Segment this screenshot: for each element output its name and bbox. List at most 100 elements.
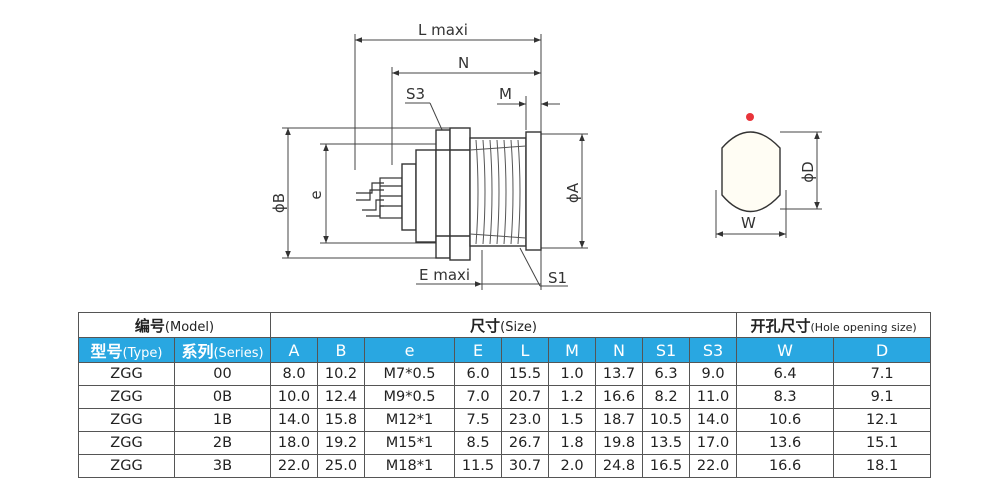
table-cell: 9.0 (689, 362, 738, 386)
col-header-m: M (548, 337, 597, 363)
label-e-maxi: E maxi (419, 266, 470, 284)
label-e: e (307, 190, 325, 199)
table-cell: 14.0 (689, 408, 738, 432)
table-cell: 9.1 (833, 385, 932, 409)
label-n: N (458, 54, 469, 72)
label-phi-a: ϕA (564, 182, 582, 203)
table-cell: M15*1 (364, 431, 456, 455)
series-column-header: 系列(Series) (173, 337, 272, 363)
table-cell: 12.4 (317, 385, 366, 409)
table-cell: 0B (173, 385, 272, 409)
table-cell: 2.0 (548, 454, 597, 478)
table-cell: 8.0 (270, 362, 319, 386)
table-cell: 16.5 (642, 454, 691, 478)
table-cell: 3B (173, 454, 272, 478)
table-cell: 1.5 (548, 408, 597, 432)
table-cell: 10.0 (270, 385, 319, 409)
label-m: M (499, 85, 512, 103)
col-header-s3: S3 (689, 337, 738, 363)
table-cell: 8.2 (642, 385, 691, 409)
col-header-s1: S1 (642, 337, 691, 363)
label-l-maxi: L maxi (418, 21, 468, 39)
table-cell: 13.6 (736, 431, 835, 455)
table-cell: ZGG (78, 362, 175, 386)
label-phi-d: ϕD (799, 161, 817, 182)
table-cell: 16.6 (595, 385, 644, 409)
table-cell: ZGG (78, 431, 175, 455)
table-cell: 13.7 (595, 362, 644, 386)
table-cell: 23.0 (501, 408, 550, 432)
col-header-e-thread: e (364, 337, 456, 363)
table-cell: 6.0 (454, 362, 503, 386)
table-cell: M9*0.5 (364, 385, 456, 409)
table-cell: 1.0 (548, 362, 597, 386)
label-w: W (741, 214, 756, 232)
table-cell: ZGG (78, 385, 175, 409)
table-cell: 1.8 (548, 431, 597, 455)
table-cell: 8.3 (736, 385, 835, 409)
hole-opening-view (715, 113, 822, 238)
table-cell: 1.2 (548, 385, 597, 409)
model-group-header: 编号(Model) (77, 312, 272, 338)
table-cell: 15.5 (501, 362, 550, 386)
label-phi-b: ϕB (270, 193, 288, 213)
table-cell: 2B (173, 431, 272, 455)
table-cell: 30.7 (501, 454, 550, 478)
table-cell: 19.2 (317, 431, 366, 455)
table-cell: 22.0 (689, 454, 738, 478)
table-cell: 6.4 (736, 362, 835, 386)
table-cell: M12*1 (364, 408, 456, 432)
table-cell: M18*1 (364, 454, 456, 478)
col-header-l: L (501, 337, 550, 363)
table-cell: 10.5 (642, 408, 691, 432)
col-header-b: B (317, 337, 366, 363)
table-cell: 12.1 (833, 408, 932, 432)
col-header-d: D (833, 337, 932, 363)
connector-side-view (356, 127, 542, 261)
table-cell: 7.5 (454, 408, 503, 432)
table-cell: 25.0 (317, 454, 366, 478)
red-marker-dot (746, 113, 754, 121)
label-s1: S1 (548, 269, 567, 287)
table-cell: ZGG (78, 408, 175, 432)
col-header-w: W (736, 337, 835, 363)
col-header-n: N (595, 337, 644, 363)
table-cell: M7*0.5 (364, 362, 456, 386)
table-cell: 00 (173, 362, 272, 386)
table-cell: 15.8 (317, 408, 366, 432)
table-cell: 6.3 (642, 362, 691, 386)
table-cell: 17.0 (689, 431, 738, 455)
table-cell: 1B (173, 408, 272, 432)
table-cell: 18.1 (833, 454, 932, 478)
thread-lines (469, 139, 527, 245)
table-cell: 24.8 (595, 454, 644, 478)
col-header-e: E (454, 337, 503, 363)
table-cell: ZGG (78, 454, 175, 478)
connector-dimension-drawing: L maxi N S3 M ϕB e ϕA E maxi S1 ϕD W (270, 21, 822, 290)
type-column-header: 型号(Type) (78, 337, 175, 363)
table-cell: 19.8 (595, 431, 644, 455)
table-cell: 13.5 (642, 431, 691, 455)
table-cell: 18.0 (270, 431, 319, 455)
label-s3: S3 (406, 85, 425, 103)
table-cell: 10.2 (317, 362, 366, 386)
table-cell: 18.7 (595, 408, 644, 432)
table-cell: 11.5 (454, 454, 503, 478)
table-cell: 16.6 (736, 454, 835, 478)
table-cell: 26.7 (501, 431, 550, 455)
table-cell: 7.1 (833, 362, 932, 386)
spec-table: 编号(Model) 尺寸(Size) 开孔尺寸(Hole opening siz… (77, 312, 932, 478)
table-cell: 20.7 (501, 385, 550, 409)
table-cell: 10.6 (736, 408, 835, 432)
table-cell: 11.0 (689, 385, 738, 409)
hole-group-header: 开孔尺寸(Hole opening size) (736, 312, 932, 338)
table-cell: 22.0 (270, 454, 319, 478)
table-cell: 7.0 (454, 385, 503, 409)
size-group-header: 尺寸(Size) (270, 312, 738, 338)
col-header-a: A (270, 337, 319, 363)
